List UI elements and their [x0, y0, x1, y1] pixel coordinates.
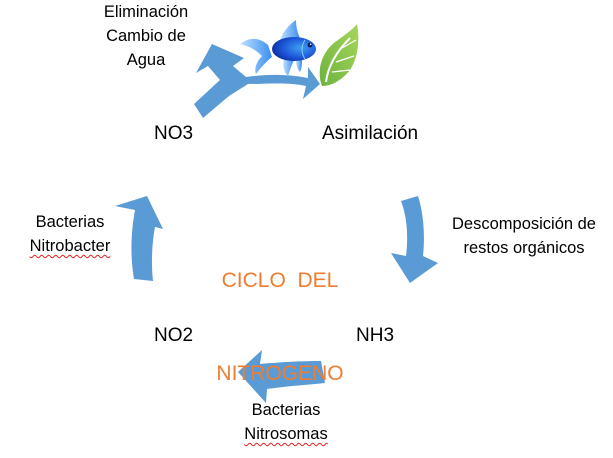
label-descomposicion-line-1: Descomposición de: [452, 215, 596, 233]
node-no3: NO3: [154, 123, 194, 144]
title-line-1: CICLO DEL: [221, 269, 339, 292]
fish-icon: [240, 20, 316, 76]
label-nitrosomas: Bacterias Nitrosomas: [226, 398, 346, 446]
label-eliminacion-line-1: Eliminación: [103, 3, 189, 21]
label-descomposicion: Descomposición de restos orgánicos: [436, 212, 612, 260]
label-nitrobacter: Bacterias Nitrobacter: [14, 210, 126, 258]
arrow-nitrobacter: [115, 196, 163, 281]
label-nitrosomas-line-1: Bacterias: [251, 401, 321, 419]
label-eliminacion-line-2: Cambio de: [106, 27, 186, 45]
label-eliminacion-line-3: Agua: [126, 51, 166, 69]
label-descomposicion-line-2: restos orgánicos: [463, 239, 585, 257]
arrow-nitrosomas: [238, 350, 325, 403]
leaf-icon: [319, 24, 359, 86]
node-nh3: NH3: [356, 325, 395, 346]
node-no2: NO2: [154, 325, 194, 346]
split-arrow-shape: [194, 44, 320, 118]
label-nitrosomas-line-2: Nitrosomas: [244, 425, 328, 443]
label-nitrobacter-line-2: Nitrobacter: [29, 237, 111, 255]
label-eliminacion: Eliminación Cambio de Agua: [86, 0, 206, 72]
node-asimilacion: Asimilación: [322, 123, 419, 144]
arrow-descomposicion: [391, 196, 438, 283]
label-nitrobacter-line-1: Bacterias: [35, 213, 105, 231]
title-line-2: NITROGENO: [216, 362, 344, 385]
diagram-title: CICLO DEL NITROGENO: [196, 203, 364, 420]
split-arrow: [194, 44, 320, 118]
